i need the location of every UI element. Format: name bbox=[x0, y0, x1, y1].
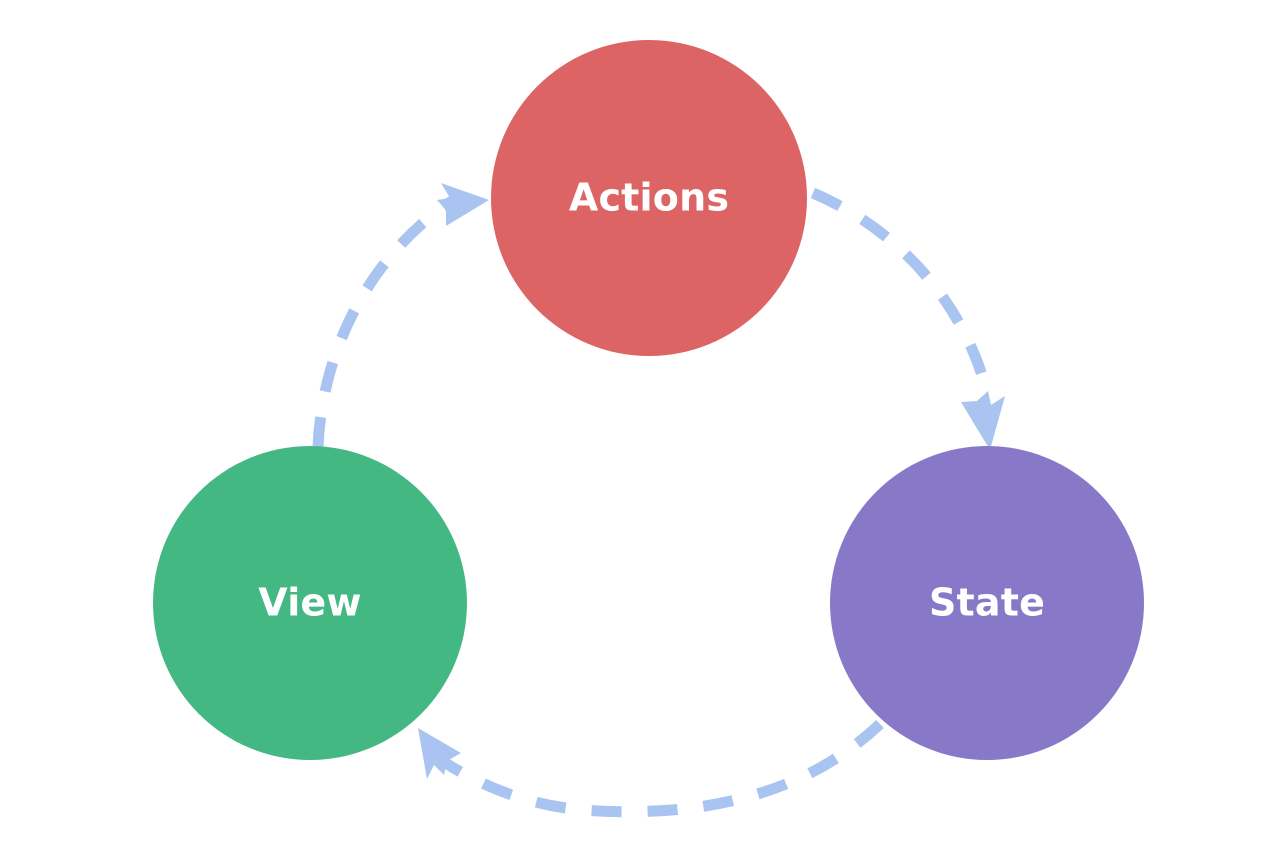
node-view-circle[interactable] bbox=[153, 446, 467, 760]
edge-state-to-view bbox=[418, 720, 884, 818]
node-actions[interactable]: Actions bbox=[491, 40, 807, 356]
node-state-circle[interactable] bbox=[830, 446, 1144, 760]
node-view[interactable]: View bbox=[153, 446, 467, 760]
edge-state-to-view-path bbox=[441, 720, 884, 818]
edge-view-to-actions-path bbox=[312, 194, 458, 448]
edge-view-to-actions bbox=[312, 183, 489, 448]
edge-view-to-actions-arrowhead-icon bbox=[437, 183, 489, 226]
edge-actions-to-state-path bbox=[810, 187, 994, 398]
edge-state-to-view-arrowhead-icon bbox=[418, 728, 461, 779]
node-view-label: View bbox=[258, 581, 361, 625]
node-actions-label: Actions bbox=[569, 176, 729, 220]
edge-actions-to-state-arrowhead-icon bbox=[961, 391, 1005, 450]
node-state[interactable]: State bbox=[830, 446, 1144, 760]
edge-actions-to-state bbox=[810, 187, 1005, 450]
node-state-label: State bbox=[929, 581, 1045, 625]
node-actions-circle[interactable] bbox=[491, 40, 807, 356]
